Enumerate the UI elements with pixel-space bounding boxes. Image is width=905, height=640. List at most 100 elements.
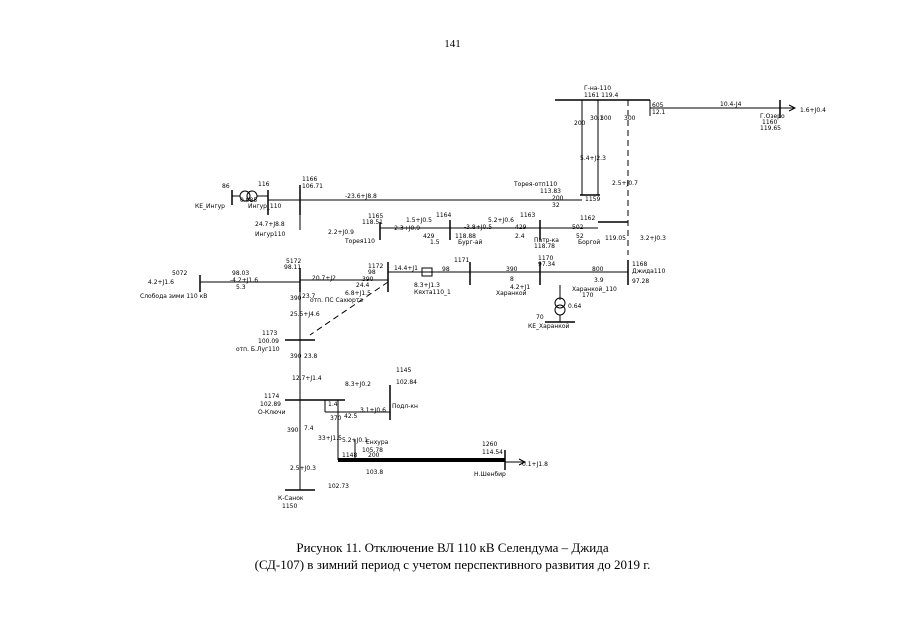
label-119-05: 119.05	[605, 235, 626, 242]
label-5-3: 5.3	[236, 284, 246, 291]
label-g-ozero-num: 1160	[762, 119, 777, 126]
label-1145: 1145	[396, 367, 411, 374]
label-toreya-otp: Торея-отп110	[513, 181, 557, 188]
label-1-5a: 1.5	[430, 239, 440, 246]
page-number: 141	[444, 38, 461, 50]
label-1159: 1159	[585, 196, 600, 203]
label-toreya110: Торея110	[344, 238, 375, 245]
label-flow-14-4: 14.4+J1	[394, 265, 418, 272]
figure-caption-line1: Рисунок 11. Отключение ВЛ 110 кВ Селенду…	[296, 540, 609, 555]
label-1174: 1174	[264, 393, 279, 400]
label-200c: 200	[368, 452, 380, 459]
label-30-1: 30.1	[590, 115, 604, 122]
label-42-5: 42.5	[344, 413, 358, 420]
label-52: 52	[576, 233, 584, 240]
label-1171: 1171	[454, 257, 469, 264]
label-105-78: 105.78	[362, 447, 383, 454]
label-23-7: 23.7	[302, 293, 316, 300]
label-flow-4-2: 4.2+J1	[510, 284, 530, 291]
label-1173: 1173	[262, 330, 277, 337]
label-86: 86	[222, 183, 230, 190]
label-390b: 390	[362, 276, 374, 283]
label-1162: 1162	[580, 215, 595, 222]
label-100-09: 100.09	[258, 338, 279, 345]
label-200b: 200	[552, 195, 564, 202]
label-otp-ps: отп. ПС Сахюрта	[310, 297, 363, 304]
label-flow-8-3b: 8.3+J0.2	[345, 381, 371, 388]
label-flow-1-6: 1.6+J0.4	[800, 107, 826, 114]
label-1168: 1168	[632, 261, 647, 268]
label-flow-5-2b: 5.2+J0.1	[342, 437, 368, 444]
label-flow-3-2: 3.2+J0.3	[640, 235, 666, 242]
label-otp-b-lug: отп. Б.Луг110	[236, 346, 280, 353]
label-97-34: 97.34	[538, 261, 555, 268]
label-502: 502	[572, 224, 584, 231]
label-flow-4-2b: 4.2+J1.6	[148, 279, 174, 286]
label-102-84: 102.84	[396, 379, 417, 386]
transformer-karanok-b	[554, 304, 566, 316]
label-burg-ai: Бург-ай	[458, 239, 482, 246]
label-118-78: 118.78	[534, 243, 555, 250]
label-flow-10-4: 10.4-J4	[720, 101, 742, 108]
label-flow-5-4: 5.4+J2.3	[580, 155, 606, 162]
label-32: 32	[552, 202, 560, 209]
label-390d: 390	[290, 353, 302, 360]
label-g-ozero: Г.Озеро	[760, 113, 785, 120]
label-170: 170	[582, 292, 594, 299]
label-flow-25-5: 25.5+J4.6	[290, 311, 320, 318]
label-8: 8	[510, 276, 514, 283]
label-1150: 1150	[282, 503, 297, 510]
label-1260: 1260	[482, 441, 497, 448]
label-106-71: 106.71	[302, 183, 323, 190]
label-flow-3-8: -3.8+J0.5	[464, 224, 492, 231]
label-200a: 200	[574, 120, 586, 127]
label-1164: 1164	[436, 212, 451, 219]
arrow-shenbir	[518, 458, 527, 466]
diagram-lines	[199, 99, 797, 491]
label-390a: 390	[506, 266, 518, 273]
label-98-11: 98.11	[284, 264, 301, 271]
label-flow-20-7: 20.7+J2	[312, 275, 336, 282]
label-3-9: 3.9	[594, 277, 604, 284]
label-enhor: Енхура	[366, 439, 389, 446]
label-114-54: 114.54	[482, 449, 503, 456]
label-ingur110: Ингур110	[255, 231, 286, 238]
label-370: 370	[330, 415, 342, 422]
label-1166: 1166	[302, 176, 317, 183]
label-390c: 390	[290, 295, 302, 302]
label-flow-2-5b: 2.5+J0.3	[290, 465, 316, 472]
label-118-88: 118.88	[455, 233, 476, 240]
label-flow-2-5: 2.5+J0.7	[612, 180, 638, 187]
label-97-28: 97.28	[632, 278, 649, 285]
label-flow-5-2: 5.2+J0.6	[488, 217, 514, 224]
label-n-shen: Н.Шенбир	[474, 471, 506, 478]
label-605: 605	[652, 102, 664, 109]
label-flow-24-4: 24.4	[356, 282, 370, 289]
label-1148: 1148	[342, 452, 357, 459]
label-103-8: 103.8	[366, 469, 383, 476]
label-5072: 5072	[172, 270, 187, 277]
label-k-sanok: К-Санок	[278, 495, 304, 502]
label-flow-4-2c: -4.2+J1.6	[230, 277, 258, 284]
label-12-1: 12.1	[652, 109, 666, 116]
label-dzhida110: Джида110	[632, 268, 665, 275]
label-70: 70	[536, 314, 544, 321]
label-ingur-vals: 0.985	[240, 197, 257, 204]
transformer-karanok-a	[554, 297, 566, 309]
label-98-03: 98.03	[232, 270, 249, 277]
label-116: 116	[258, 181, 270, 188]
label-patr-ka: Патр-ка	[534, 237, 559, 244]
label-flow-6-8: 6.8+J1.5	[345, 290, 371, 297]
label-429a: 429	[423, 233, 435, 240]
figure-caption-line2: (СД-107) в зимний период с учетом перспе…	[254, 557, 651, 572]
label-23-8: 23.8	[304, 353, 318, 360]
label-flow-8-3: 8.3+J1.3	[414, 282, 440, 289]
label-ke-karanok: КЕ_Харанкой	[528, 323, 570, 330]
breaker-kyakhta	[421, 267, 433, 277]
label-g-ozero-v: 119.65	[760, 125, 781, 132]
label-390e: 390	[287, 427, 299, 434]
label-98a: 98	[442, 266, 450, 273]
label-0-64: 0.64	[568, 303, 582, 310]
label-karanok: Харанкой	[496, 290, 526, 297]
